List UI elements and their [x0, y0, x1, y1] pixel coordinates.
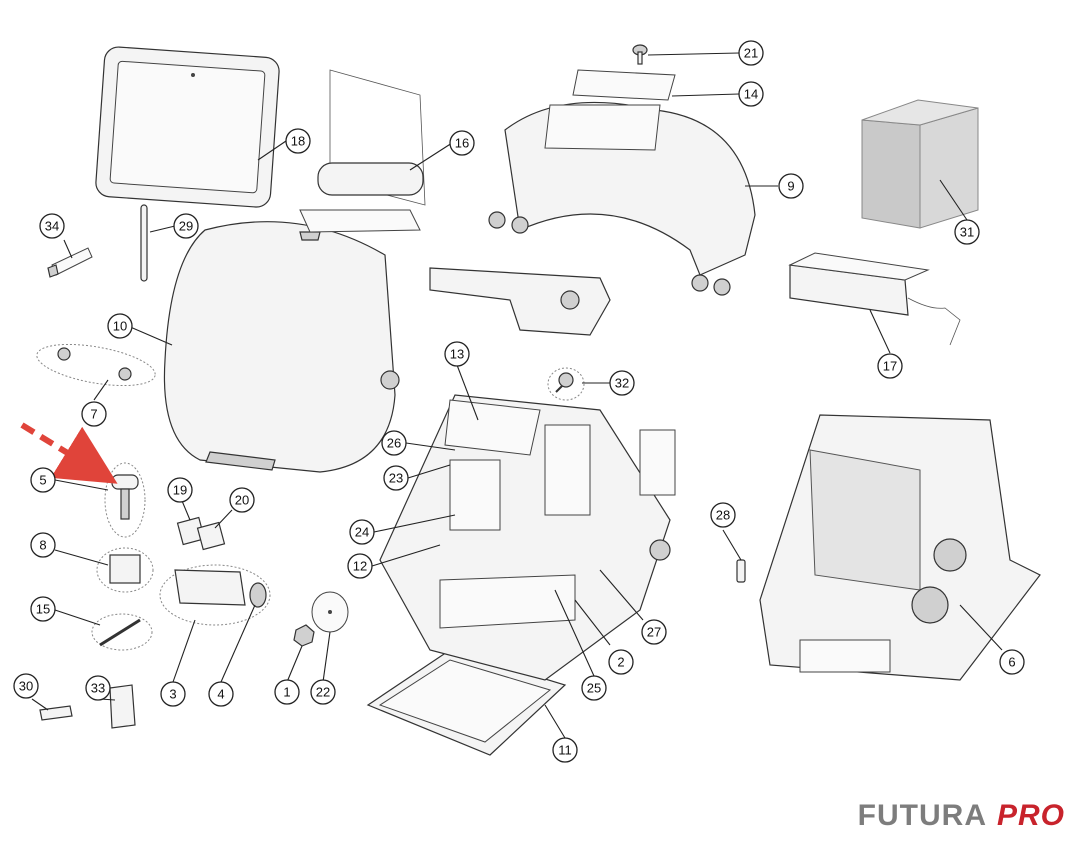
- svg-text:27: 27: [647, 625, 661, 640]
- part-knob: [104, 462, 146, 538]
- svg-text:1: 1: [283, 685, 290, 700]
- part-machine-body-right: [759, 414, 1041, 681]
- svg-text:18: 18: [291, 134, 305, 149]
- brand-main-text: FUTURA: [857, 799, 987, 832]
- callout-29: 29: [173, 213, 199, 239]
- svg-text:6: 6: [1008, 655, 1015, 670]
- svg-text:29: 29: [179, 219, 193, 234]
- svg-text:28: 28: [716, 508, 730, 523]
- callout-20: 20: [229, 487, 255, 513]
- brand-accent-text: PRO: [996, 799, 1065, 832]
- callout-34: 34: [39, 213, 65, 239]
- leader-lines: [31, 52, 1003, 739]
- svg-text:13: 13: [450, 347, 464, 362]
- callout-32: 32: [609, 370, 635, 396]
- callout-1: 1: [274, 679, 300, 705]
- callout-9: 9: [778, 173, 804, 199]
- part-knob-screw: [632, 44, 648, 65]
- part-fuse: [736, 559, 746, 583]
- part-packaging-box: [861, 99, 979, 229]
- highlight-arrow: [20, 422, 118, 484]
- callout-15: 15: [30, 596, 56, 622]
- part-clamp-body: [159, 564, 271, 626]
- svg-text:2: 2: [617, 655, 624, 670]
- callout-8: 8: [30, 532, 56, 558]
- svg-text:17: 17: [883, 359, 897, 374]
- svg-text:14: 14: [744, 87, 758, 102]
- callout-19: 19: [167, 477, 193, 503]
- svg-text:23: 23: [389, 471, 403, 486]
- svg-text:4: 4: [217, 687, 224, 702]
- svg-text:20: 20: [235, 493, 249, 508]
- callout-26: 26: [381, 430, 407, 456]
- svg-text:5: 5: [39, 473, 46, 488]
- svg-text:22: 22: [316, 685, 330, 700]
- part-tablet: [95, 46, 280, 208]
- svg-text:7: 7: [90, 407, 97, 422]
- part-stylus: [140, 204, 148, 282]
- callout-11: 11: [552, 737, 578, 763]
- part-power-supply: [788, 252, 961, 346]
- svg-text:21: 21: [744, 46, 758, 61]
- callout-31: 31: [954, 219, 980, 245]
- callout-17: 17: [877, 353, 903, 379]
- svg-text:11: 11: [558, 743, 572, 758]
- brand-logo: FUTURA PRO: [858, 799, 1065, 833]
- callout-14: 14: [738, 81, 764, 107]
- callout-23: 23: [383, 465, 409, 491]
- svg-text:32: 32: [615, 376, 629, 391]
- part-clamp: [96, 547, 154, 593]
- callout-4: 4: [208, 681, 234, 707]
- svg-text:9: 9: [787, 179, 794, 194]
- callout-24: 24: [349, 519, 375, 545]
- callout-10: 10: [107, 313, 133, 339]
- part-hinge-set: [36, 343, 156, 387]
- part-nut: [293, 624, 315, 647]
- part-machine-body-center: [379, 394, 676, 681]
- part-pin: [91, 613, 153, 651]
- svg-text:3: 3: [169, 687, 176, 702]
- part-roll-holder: [299, 69, 426, 233]
- callout-27: 27: [641, 619, 667, 645]
- svg-text:33: 33: [91, 681, 105, 696]
- callout-28: 28: [710, 502, 736, 528]
- callout-5: 5: [30, 467, 56, 493]
- callout-7: 7: [81, 401, 107, 427]
- svg-text:26: 26: [387, 436, 401, 451]
- svg-text:34: 34: [45, 219, 59, 234]
- svg-text:10: 10: [113, 319, 127, 334]
- svg-text:12: 12: [353, 559, 367, 574]
- callout-21: 21: [738, 40, 764, 66]
- callout-18: 18: [285, 128, 311, 154]
- svg-text:16: 16: [455, 136, 469, 151]
- part-washer: [311, 591, 349, 633]
- callout-12: 12: [347, 553, 373, 579]
- part-guide: [109, 684, 136, 729]
- part-front-cover: [163, 221, 400, 473]
- svg-text:24: 24: [355, 525, 369, 540]
- svg-text:19: 19: [173, 483, 187, 498]
- callout-25: 25: [581, 675, 607, 701]
- callout-33: 33: [85, 675, 111, 701]
- callout-2: 2: [608, 649, 634, 675]
- part-usb-stick: [47, 247, 93, 278]
- callout-3: 3: [160, 681, 186, 707]
- callout-13: 13: [444, 341, 470, 367]
- svg-text:8: 8: [39, 538, 46, 553]
- callout-22: 22: [310, 679, 336, 705]
- svg-text:25: 25: [587, 681, 601, 696]
- svg-text:30: 30: [19, 679, 33, 694]
- callout-16: 16: [449, 130, 475, 156]
- callout-30: 30: [13, 673, 39, 699]
- svg-text:31: 31: [960, 225, 974, 240]
- part-lid-panel: [572, 69, 676, 101]
- part-tray: [366, 649, 567, 756]
- callout-6: 6: [999, 649, 1025, 675]
- part-top-cover: [488, 101, 756, 296]
- part-jaw-pair: [176, 516, 226, 551]
- part-carriage-top: [429, 267, 611, 336]
- part-cutter: [547, 367, 585, 401]
- svg-text:15: 15: [36, 602, 50, 617]
